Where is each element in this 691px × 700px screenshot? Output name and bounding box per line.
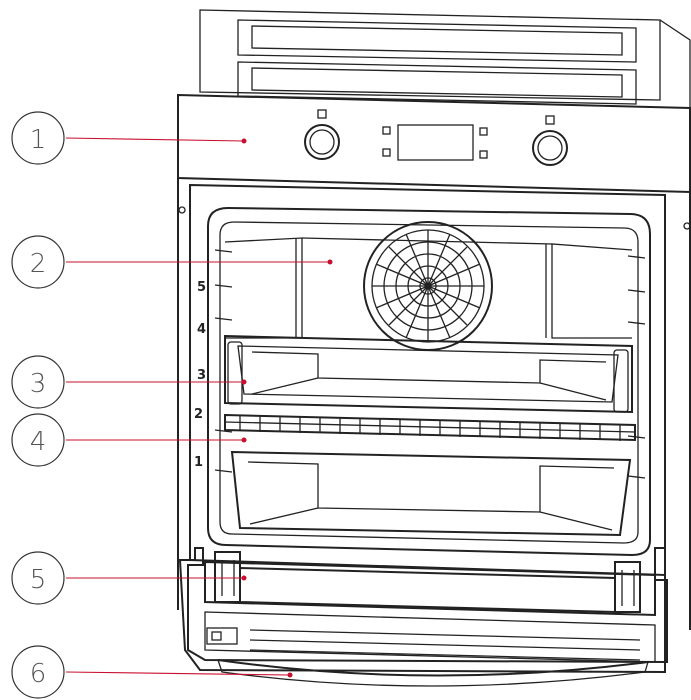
callout-number: 1 <box>30 125 47 155</box>
callout-3: 3 <box>11 355 247 409</box>
callout-number: 6 <box>30 659 47 689</box>
callout-2: 2 <box>11 235 333 289</box>
rack-level-label: 4 <box>197 322 206 337</box>
lower-tray <box>230 450 632 537</box>
rack-level-label: 3 <box>197 368 206 383</box>
oven-frame <box>177 178 691 630</box>
callout-number: 4 <box>30 427 47 457</box>
callout-6: 6 <box>11 645 293 699</box>
baking-tray <box>224 334 633 414</box>
left-knob <box>304 109 340 160</box>
callout-5: 5 <box>11 551 247 605</box>
control-panel <box>177 93 691 194</box>
callout-number: 5 <box>30 565 47 595</box>
fan-cover <box>363 221 493 351</box>
callout-number: 2 <box>30 249 47 279</box>
rack-level-labels: 5 4 3 2 1 <box>194 280 206 470</box>
callout-number: 3 <box>30 369 47 399</box>
rack-level-label: 5 <box>197 280 206 295</box>
top-vent-housing <box>199 9 691 108</box>
door-handle <box>214 551 641 614</box>
oven-door <box>178 547 668 687</box>
callout-1: 1 <box>11 111 247 165</box>
display-panel <box>382 124 488 161</box>
oven-cavity <box>189 183 666 577</box>
wire-shelf <box>224 413 636 442</box>
rack-level-label: 1 <box>194 455 203 470</box>
right-knob <box>532 115 568 166</box>
rack-level-label: 2 <box>194 407 203 422</box>
callout-4: 4 <box>11 413 247 467</box>
